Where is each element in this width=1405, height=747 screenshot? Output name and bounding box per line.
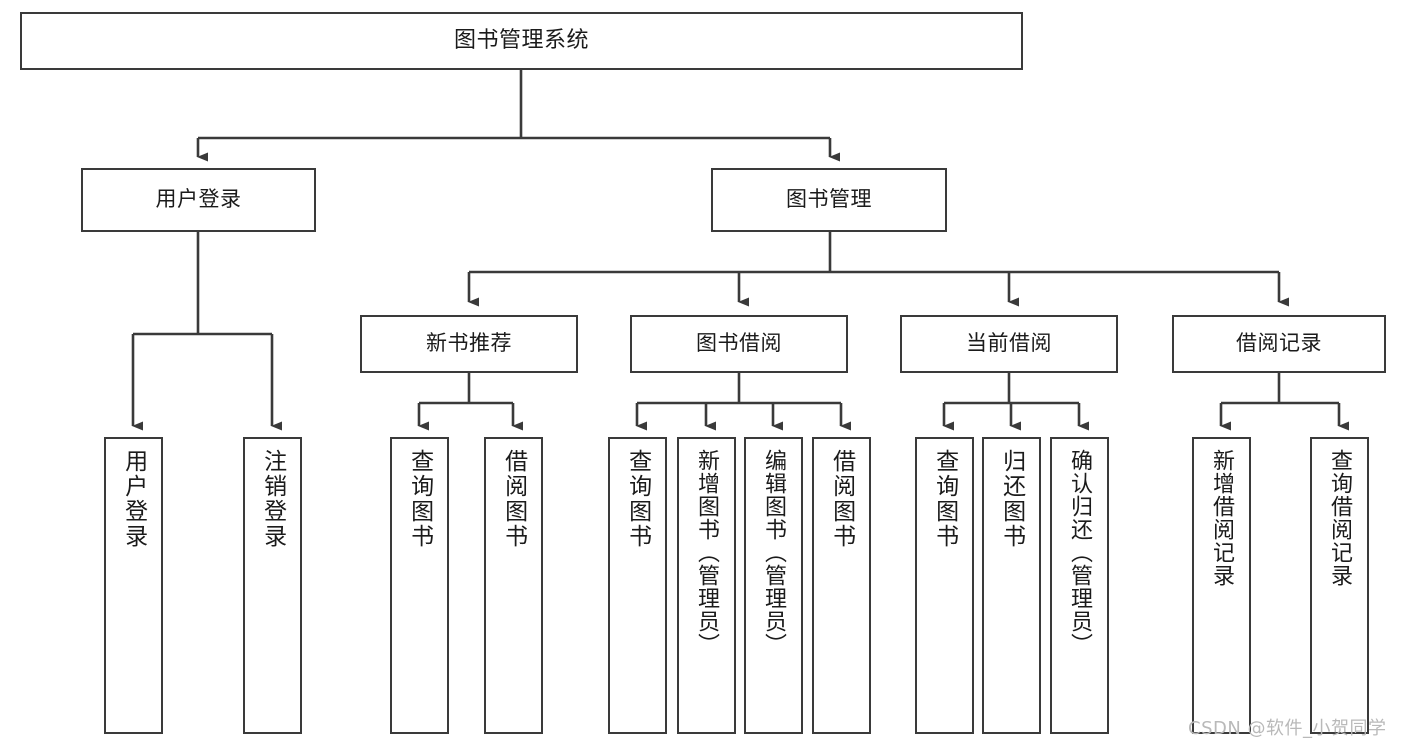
node-label: 注销登录 [259,449,286,549]
node-new-book-recommend[interactable]: 新书推荐 [360,315,578,373]
node-label: 归还图书 [998,449,1025,549]
node-label: 借阅图书 [500,449,527,549]
node-label: 当前借阅 [966,331,1052,356]
node-label: 借阅记录 [1236,331,1322,356]
node-current-borrow[interactable]: 当前借阅 [900,315,1118,373]
leaf-edit-book-admin[interactable]: 编辑图书（管理员） [744,437,803,734]
leaf-borrow-book-recommend[interactable]: 借阅图书 [484,437,543,734]
node-label: 编辑图书（管理员） [761,449,787,656]
watermark-text: CSDN @软件_小贺同学 [1188,718,1387,739]
node-label: 用户登录 [120,449,147,549]
node-label: 查询借阅记录 [1327,449,1353,587]
node-label: 图书管理系统 [453,27,589,53]
node-label: 查询图书 [624,449,651,549]
node-label: 查询图书 [406,449,433,549]
node-label: 确认归还（管理员） [1067,449,1093,656]
node-label: 图书管理 [786,187,872,212]
leaf-add-borrow-record[interactable]: 新增借阅记录 [1192,437,1251,734]
node-label: 新书推荐 [426,331,512,356]
leaf-query-book-borrow[interactable]: 查询图书 [608,437,667,734]
leaf-confirm-return-admin[interactable]: 确认归还（管理员） [1050,437,1109,734]
node-label: 新增借阅记录 [1209,449,1235,587]
leaf-query-book-current[interactable]: 查询图书 [915,437,974,734]
node-label: 用户登录 [155,187,242,212]
node-label: 新增图书（管理员） [694,449,720,656]
leaf-query-book-recommend[interactable]: 查询图书 [390,437,449,734]
leaf-query-borrow-record[interactable]: 查询借阅记录 [1310,437,1369,734]
node-user-login[interactable]: 用户登录 [81,168,316,232]
leaf-user-login[interactable]: 用户登录 [104,437,163,734]
node-label: 查询图书 [931,449,958,549]
leaf-logout[interactable]: 注销登录 [243,437,302,734]
node-book-management[interactable]: 图书管理 [711,168,947,232]
leaf-add-book-admin[interactable]: 新增图书（管理员） [677,437,736,734]
leaf-borrow-book[interactable]: 借阅图书 [812,437,871,734]
node-root-system[interactable]: 图书管理系统 [20,12,1023,70]
leaf-return-book[interactable]: 归还图书 [982,437,1041,734]
node-label: 图书借阅 [696,331,782,356]
node-borrow-record[interactable]: 借阅记录 [1172,315,1386,373]
node-label: 借阅图书 [828,449,855,549]
node-book-borrow[interactable]: 图书借阅 [630,315,848,373]
